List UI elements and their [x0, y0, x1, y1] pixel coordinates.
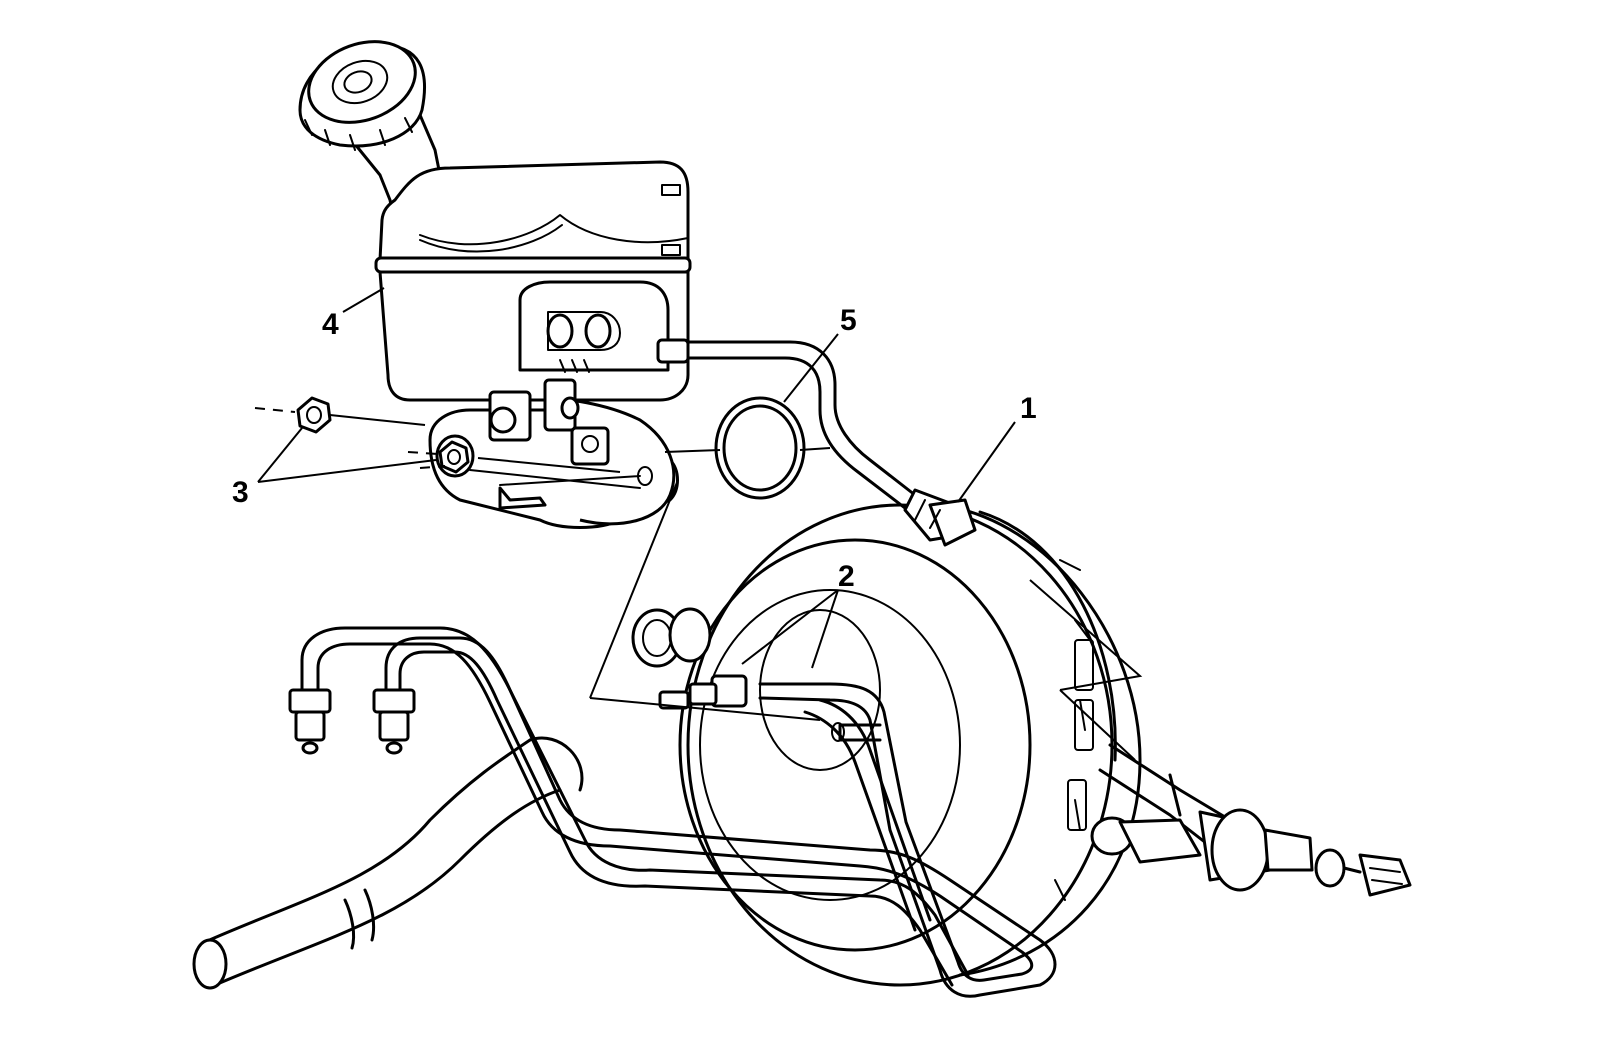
reservoir-cap: [298, 40, 442, 227]
sensor-pipe: [656, 338, 977, 547]
callout-1: 1: [1020, 392, 1037, 425]
callout-3: 3: [232, 476, 249, 509]
leader-3b: [257, 459, 437, 483]
callout-leaders: [257, 287, 1016, 669]
leader-4: [342, 287, 385, 313]
fluid-reservoir: [374, 160, 692, 402]
master-cylinder-body: [428, 378, 679, 529]
callout-labels: 1 2 3 4 5: [232, 304, 1037, 593]
leader-2b: [811, 589, 839, 669]
leader-3a: [257, 427, 303, 483]
callout-2: 2: [838, 560, 855, 593]
brake-pipes: [288, 607, 1057, 998]
vacuum-hose: [192, 736, 584, 990]
leader-5: [783, 333, 839, 403]
alignment-lines: [589, 479, 1143, 761]
seal-ring: [664, 396, 831, 500]
leader-2a: [741, 589, 839, 665]
leader-1: [957, 421, 1016, 503]
pushrod-assembly: [1090, 743, 1412, 897]
callout-4: 4: [322, 308, 339, 341]
mounting-nuts: [254, 396, 621, 474]
callout-5: 5: [840, 304, 857, 337]
